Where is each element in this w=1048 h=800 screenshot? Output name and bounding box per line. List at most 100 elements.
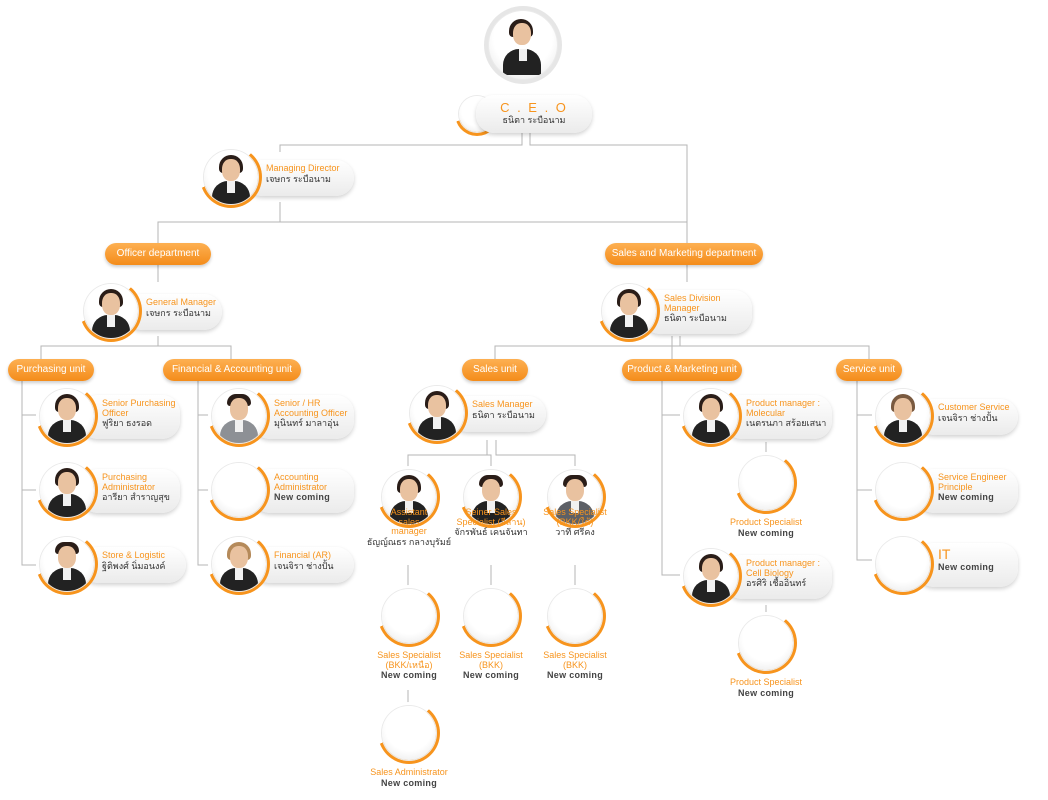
product-manager-cell-biology-role: Product manager : Cell Biology <box>746 558 821 578</box>
sales-specialist-bkk-1-node[interactable]: Sales Specialist (BKK) New coming <box>446 585 536 685</box>
it-placeholder-frame <box>872 533 934 595</box>
sales-manager-photo-frame <box>406 382 468 444</box>
sales-administrator-node[interactable]: Sales Administrator New coming <box>354 702 464 798</box>
purchasing-officer-role: Senior Purchasing Officer <box>102 398 176 418</box>
gm-photo-frame <box>80 280 142 342</box>
purchasing-officer-photo-frame <box>36 385 98 447</box>
financial-ar-role: Financial (AR) <box>274 550 332 560</box>
sales-specialist-north-placeholder-frame <box>378 585 440 647</box>
empty-avatar-placeholder <box>739 456 793 510</box>
product-manager-cell-biology-node[interactable]: Product manager : Cell Biology อรศิริ เช… <box>680 545 840 607</box>
sdm-photo-frame <box>598 280 660 342</box>
md-role: Managing Director <box>266 163 340 173</box>
customer-service-avatar <box>876 389 930 443</box>
sales-unit-badge[interactable]: Sales unit <box>462 359 528 381</box>
financial-unit-badge[interactable]: Financial & Accounting unit <box>163 359 301 381</box>
product-specialist-cell-biology-role: Product Specialist <box>729 677 803 687</box>
product-specialist-molecular-placeholder-frame <box>735 452 797 514</box>
sdm-name: ธนิตา ระบือนาม <box>664 313 727 323</box>
financial-ar-name: เจนจิรา ช่างปั้น <box>274 560 334 571</box>
sales-specialist-north-role: Sales Specialist (BKK/เหนือ) <box>377 650 441 670</box>
store-logistic-role: Store & Logistic <box>102 550 166 560</box>
product-manager-molecular-role: Product manager : Molecular <box>746 398 821 418</box>
product-specialist-cell-biology-name: New coming <box>737 687 794 698</box>
hr-accounting-officer-role: Senior / HR Accounting Officer <box>274 398 348 418</box>
gm-avatar <box>84 284 138 338</box>
sales-manager-avatar <box>410 386 464 440</box>
product-specialist-molecular-role: Product Specialist <box>729 517 803 527</box>
product-manager-molecular-name: เนตรนภา สร้อยเสนา <box>746 418 827 428</box>
sales-division-manager-node[interactable]: Sales Division Manager ธนิตา ระบือนาม <box>598 280 758 342</box>
store-logistic-photo-frame <box>36 533 98 595</box>
assistant-sales-manager-name: ธัญญ์ณธร กลางบุรัมย์ <box>366 536 452 547</box>
hr-accounting-officer-name: มุนินทร์ มาลาอุ่น <box>274 418 339 428</box>
empty-avatar-placeholder <box>739 616 793 670</box>
senior-sales-specialist-avatar <box>464 470 518 524</box>
empty-avatar-placeholder <box>382 706 436 760</box>
officer-department-badge[interactable]: Officer department <box>105 243 211 265</box>
sales-specialist-bkk-1-name: New coming <box>462 670 519 680</box>
sales-marketing-department-badge[interactable]: Sales and Marketing department <box>605 243 763 265</box>
sales-manager-role: Sales Manager <box>472 399 533 409</box>
customer-service-node[interactable]: Customer Service เจนจิรา ช่างปั้น <box>872 385 1022 447</box>
purchasing-admin-node[interactable]: Purchasing Administrator อารียา สำราญสุข <box>36 459 186 521</box>
sales-specialist-bkk-2-role: Sales Specialist (BKK) <box>543 650 607 670</box>
senior-sales-specialist-photo-frame <box>460 466 522 528</box>
hr-accounting-officer-avatar <box>212 389 266 443</box>
purchasing-officer-avatar <box>40 389 94 443</box>
financial-ar-node[interactable]: Financial (AR) เจนจิรา ช่างปั้น <box>208 533 358 595</box>
purchasing-unit-badge[interactable]: Purchasing unit <box>8 359 94 381</box>
sales-manager-name: ธนิตา ระบือนาม <box>472 409 535 420</box>
product-manager-molecular-avatar <box>684 389 738 443</box>
purchasing-admin-role: Purchasing Administrator <box>102 472 156 492</box>
sdm-role: Sales Division Manager <box>664 293 721 313</box>
sales-specialist-north-node[interactable]: Sales Specialist (BKK/เหนือ) New coming <box>364 585 454 685</box>
purchasing-admin-photo-frame <box>36 459 98 521</box>
purchasing-officer-node[interactable]: Senior Purchasing Officer ฟูริยา ธงรอด <box>36 385 186 447</box>
store-logistic-name: ฐิติพงศ์ นิ่มอนงค์ <box>102 560 166 571</box>
gm-role: General Manager <box>146 297 217 307</box>
purchasing-officer-label: Senior Purchasing Officer ฟูริยา ธงรอด <box>80 395 180 439</box>
service-engineer-name: New coming <box>938 492 995 502</box>
product-manager-cell-biology-label: Product manager : Cell Biology อรศิริ เช… <box>724 555 832 599</box>
hr-accounting-officer-node[interactable]: Senior / HR Accounting Officer มุนินทร์ … <box>208 385 358 447</box>
senior-sales-specialist-name: จักรพันธ์ เคนจันทา <box>454 527 528 537</box>
purchasing-admin-avatar <box>40 463 94 517</box>
it-node[interactable]: IT New coming <box>872 533 1022 595</box>
sdm-label: Sales Division Manager ธนิตา ระบือนาม <box>642 290 752 334</box>
it-name: New coming <box>938 562 995 572</box>
sales-specialist-bkk-2-node[interactable]: Sales Specialist (BKK) New coming <box>530 585 620 685</box>
managing-director-node[interactable]: Managing Director เจษกร ระบือนาม <box>200 146 360 208</box>
assistant-sales-manager-avatar <box>382 470 436 524</box>
customer-service-label: Customer Service เจนจิรา ช่างปั้น <box>916 399 1018 435</box>
product-manager-cell-biology-name: อรศิริ เชื้ออินทร์ <box>746 578 807 588</box>
customer-service-role: Customer Service <box>938 402 1010 412</box>
product-specialist-cell-biology-placeholder-frame <box>735 612 797 674</box>
ceo-label: C . E . O ธนิตา ระบือนาม <box>476 95 592 133</box>
purchasing-officer-name: ฟูริยา ธงรอด <box>102 418 153 428</box>
sales-manager-node[interactable]: Sales Manager ธนิตา ระบือนาม <box>406 382 546 444</box>
assistant-sales-manager-photo-frame <box>378 466 440 528</box>
store-logistic-node[interactable]: Store & Logistic ฐิติพงศ์ นิ่มอนงค์ <box>36 533 186 595</box>
service-unit-badge[interactable]: Service unit <box>836 359 902 381</box>
general-manager-node[interactable]: General Manager เจษกร ระบือนาม <box>80 280 230 342</box>
product-manager-molecular-node[interactable]: Product manager : Molecular เนตรนภา สร้อ… <box>680 385 840 447</box>
sales-specialist-bkk-2-name: New coming <box>546 670 603 680</box>
product-manager-molecular-label: Product manager : Molecular เนตรนภา สร้อ… <box>724 395 832 439</box>
sales-administrator-name: New coming <box>380 777 437 788</box>
ceo-node[interactable]: C . E . O ธนิตา ระบือนาม <box>455 6 600 136</box>
store-logistic-avatar <box>40 537 94 591</box>
ceo-name: ธนิตา ระบือนาม <box>502 115 566 125</box>
service-engineer-node[interactable]: Service Engineer Principle New coming <box>872 459 1022 521</box>
customer-service-name: เจนจิรา ช่างปั้น <box>938 412 998 423</box>
product-marketing-unit-badge[interactable]: Product & Marketing unit <box>622 359 742 381</box>
sales-specialist-bkk-2-placeholder-frame <box>544 585 606 647</box>
sales-specialist-south-node[interactable]: Sales Specialist (BKK/ใต้) วาที ศรีคง <box>530 466 620 566</box>
assistant-sales-manager-node[interactable]: Assistant sales manager ธัญญ์ณธร กลางบุร… <box>364 466 454 566</box>
service-engineer-role: Service Engineer Principle <box>938 472 1007 492</box>
accounting-admin-node[interactable]: Accounting Administrator New coming <box>208 459 358 521</box>
product-specialist-cell-biology-node[interactable]: Product Specialist New coming <box>721 612 811 702</box>
senior-sales-specialist-node[interactable]: Seiner Sales Specialist (อีสาน) จักรพันธ… <box>446 466 536 566</box>
product-specialist-molecular-node[interactable]: Product Specialist New coming <box>721 452 811 542</box>
